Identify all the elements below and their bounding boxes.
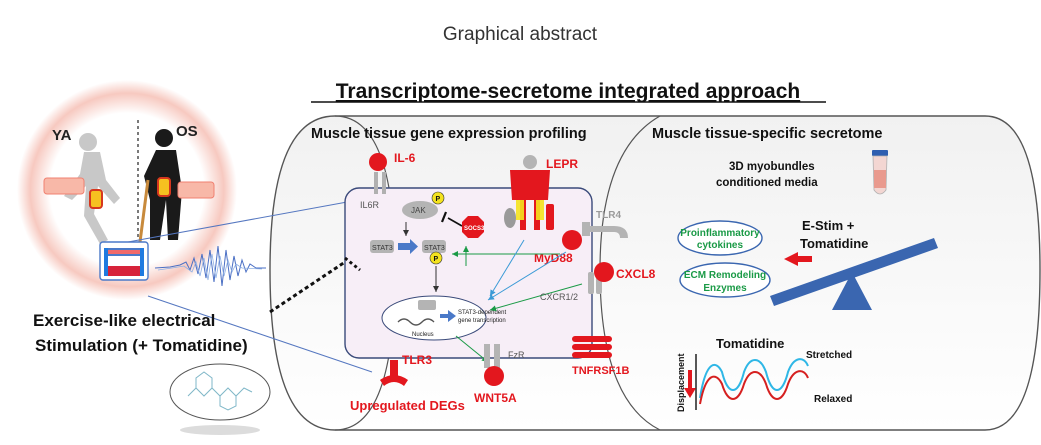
myobundle-device: [99, 241, 149, 281]
socs3-inhibition-bar: [440, 211, 448, 223]
tlr4-receptor: [582, 222, 628, 238]
stat-dependent-line2: gene transcription: [458, 318, 506, 324]
nucleus-to-wnt-arrow: [455, 335, 489, 363]
conditioned-media-tube-icon: [872, 150, 888, 195]
seesaw-fulcrum: [832, 272, 872, 310]
socs3-label: SOCS3: [464, 226, 485, 232]
ecm-oval: [679, 262, 771, 298]
secretome-heading: Muscle tissue-specific secretome: [652, 126, 883, 142]
myd88-icon: [562, 230, 582, 250]
stimulation-dotted-line: [269, 260, 346, 314]
older-subject-label: OS: [176, 123, 198, 140]
age-comparison-circle: YA OS: [17, 80, 237, 300]
stretched-label: Stretched: [806, 350, 852, 361]
stretched-curve: [699, 358, 809, 399]
stat3-active-label: STAT3: [424, 245, 445, 252]
il6-receptor: [369, 153, 387, 194]
cxcl8-label: CXCL8: [616, 267, 656, 281]
ecm-line2: Enzymes: [703, 283, 747, 294]
jak-protein: [402, 201, 438, 219]
tnfrsf1b-label: TNFRSF1B: [572, 365, 630, 377]
tlr4-label: TLR4: [596, 210, 621, 221]
wnt5a-ligand-icon: [484, 366, 504, 386]
cxcr-to-nucleus-arrow: [489, 283, 583, 312]
dna-icon: [397, 318, 435, 326]
myobundles-line1: 3D myobundles: [729, 161, 815, 173]
stat3-phosphate-icon: [429, 251, 443, 265]
stat3-phosphate-label: P: [434, 256, 439, 263]
jak-label: JAK: [411, 206, 426, 215]
lepr-receptor: [504, 155, 554, 230]
connector-bottom: [147, 295, 373, 373]
estim-line2: Tomatidine: [800, 236, 868, 251]
stat3-active: [422, 240, 446, 253]
stat-dependent-line1: STAT3-dependent: [458, 310, 506, 316]
estim-line1: E-Stim +: [802, 218, 855, 233]
relaxed-label: Relaxed: [814, 394, 852, 405]
stat3-inactive-label: STAT3: [372, 245, 393, 252]
socs3-icon: [462, 216, 484, 238]
lepr-label: LEPR: [546, 157, 578, 171]
young-knee-highlight: [89, 189, 103, 209]
displacement-down-arrow: [684, 370, 696, 398]
proinflammatory-line1: Proinflammatory: [680, 228, 760, 239]
tnfrsf1b-receptor: [572, 336, 612, 358]
tlr3-receptor: [380, 360, 408, 386]
stat3-inactive: [370, 240, 394, 253]
stimulation-label-line1: Exercise-like electrical: [33, 311, 215, 330]
stimulation-label-line2: Stimulation (+ Tomatidine): [35, 336, 248, 355]
relaxed-curve: [699, 370, 809, 405]
young-adult-label: YA: [52, 127, 72, 144]
il6-label: IL-6: [394, 151, 416, 165]
seesaw-beam: [770, 238, 938, 306]
nucleus-label: Nucleus: [412, 332, 434, 338]
jak-phosphate-icon: [431, 191, 445, 205]
ecm-line1: ECM Remodeling: [684, 270, 766, 281]
il6-ligand-icon: [369, 153, 387, 171]
graphical-abstract-label: Graphical abstract: [443, 24, 598, 45]
cxcl8-ligand-icon: [594, 262, 614, 282]
cxcr-label: CXCR1/2: [540, 292, 578, 302]
jak-phosphate-label: P: [436, 196, 441, 203]
main-title: Transcriptome-secretome integrated appro…: [336, 80, 800, 103]
old-muscle-icon: [177, 181, 215, 199]
fzr-label: FzR: [508, 350, 525, 360]
old-knee-highlight: [157, 177, 171, 197]
displacement-axis-label: Displacement: [676, 353, 686, 412]
tomatidine-graph-title: Tomatidine: [716, 336, 784, 351]
nuclear-stat3-icon: [418, 300, 436, 310]
wnt5a-label: WNT5A: [474, 391, 517, 405]
proinflammatory-oval: [677, 220, 763, 256]
myobundles-line2: conditioned media: [716, 177, 818, 189]
stimulation-waveform: [154, 245, 266, 287]
transcription-arrow: [440, 310, 456, 322]
tlr4-to-nucleus-arrow: [487, 251, 567, 301]
muscle-heading: Muscle tissue gene expression profiling: [311, 126, 587, 142]
fzr-receptor: [484, 344, 500, 368]
tlr3-label: TLR3: [402, 353, 432, 367]
socs3-inhibition-line: [447, 217, 463, 227]
stat3-activation-arrow: [398, 239, 418, 254]
lepr-to-nucleus-arrow: [489, 239, 525, 297]
estim-effect-arrow: [784, 252, 812, 266]
proinflammatory-line2: cytokines: [697, 240, 744, 251]
tomatidine-molecule: [169, 363, 271, 435]
myd88-label: MyD88: [534, 251, 573, 265]
upregulated-degs-label: Upregulated DEGs: [350, 398, 465, 413]
il6r-label: IL6R: [360, 200, 380, 210]
young-muscle-icon: [43, 177, 85, 195]
connector-top: [127, 195, 381, 243]
nucleus: [381, 295, 487, 341]
